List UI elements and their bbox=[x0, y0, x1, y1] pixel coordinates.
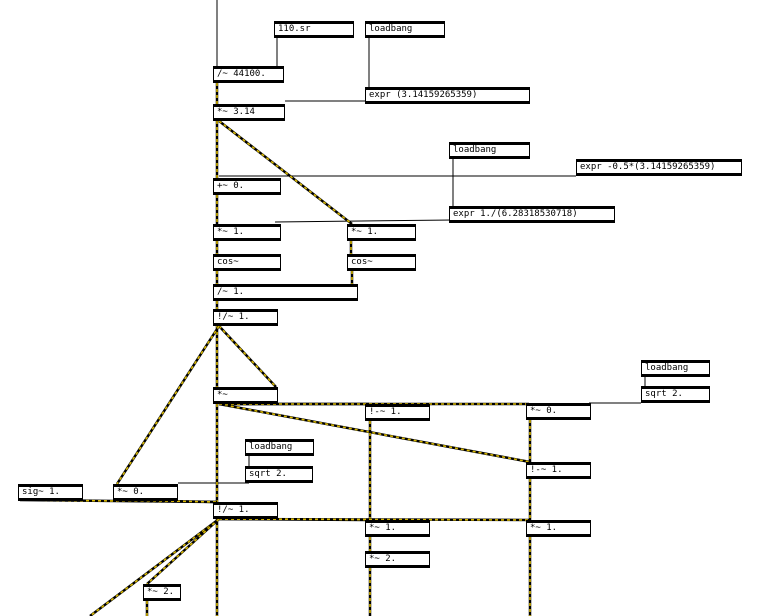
signal-patch-cord[interactable] bbox=[218, 518, 531, 521]
object-loadbang[interactable]: loadbang bbox=[365, 21, 445, 38]
object-loadbang[interactable]: loadbang bbox=[641, 360, 710, 377]
signal-patch-cord[interactable] bbox=[89, 518, 220, 616]
object-multiply-signal[interactable]: *~ 1. bbox=[365, 520, 430, 537]
object-reverse-divide-signal[interactable]: !/~ 1. bbox=[213, 502, 278, 519]
object-cos-signal[interactable]: cos~ bbox=[347, 254, 416, 271]
object-multiply-signal[interactable]: *~ 0. bbox=[526, 403, 591, 420]
signal-patch-cord[interactable] bbox=[218, 120, 353, 225]
object-loadbang[interactable]: loadbang bbox=[449, 142, 530, 159]
object-sig-signal[interactable]: sig~ 1. bbox=[18, 484, 83, 501]
object-multiply-signal[interactable]: *~ 0. bbox=[113, 484, 178, 501]
signal-patch-cord[interactable] bbox=[116, 499, 218, 503]
signal-patch-cord[interactable] bbox=[116, 325, 220, 485]
object-add-signal[interactable]: +~ 0. bbox=[213, 178, 281, 195]
object-multiply-signal[interactable]: *~ 2. bbox=[365, 551, 430, 568]
object-reverse-divide-signal[interactable]: !/~ 1. bbox=[213, 309, 278, 326]
object-divide-signal[interactable]: /~ 1. bbox=[213, 284, 358, 301]
signal-patch-cord[interactable] bbox=[146, 518, 220, 585]
object-multiply-signal[interactable]: *~ 1. bbox=[526, 520, 591, 537]
object-expr-neg-half-pi[interactable]: expr -0.5*(3.14159265359) bbox=[576, 159, 742, 176]
signal-patch-cord[interactable] bbox=[115, 325, 221, 485]
object-multiply-signal[interactable]: *~ 2. bbox=[143, 584, 181, 601]
signal-patch-cord[interactable] bbox=[218, 403, 531, 463]
object-expr-inverse-two-pi[interactable]: expr 1./(6.28318530718) bbox=[449, 206, 615, 223]
object-multiply-signal[interactable]: *~ 3.14 bbox=[213, 104, 285, 121]
signal-patch-cord[interactable] bbox=[218, 325, 277, 388]
object-divide-signal[interactable]: /~ 44100. bbox=[213, 66, 284, 83]
object-reverse-subtract-signal[interactable]: !-~ 1. bbox=[526, 462, 591, 479]
object-loadbang[interactable]: loadbang bbox=[245, 439, 314, 456]
object-multiply-signal[interactable]: *~ 1. bbox=[213, 224, 281, 241]
object-reverse-subtract-signal[interactable]: !-~ 1. bbox=[365, 404, 430, 421]
object-110-sr[interactable]: 110.sr bbox=[274, 21, 354, 38]
object-multiply-signal[interactable]: *~ 1. bbox=[347, 224, 416, 241]
object-multiply-signal[interactable]: *~ bbox=[213, 387, 278, 404]
object-expr-pi[interactable]: expr (3.14159265359) bbox=[365, 87, 530, 104]
object-cos-signal[interactable]: cos~ bbox=[213, 254, 281, 271]
object-sqrt[interactable]: sqrt 2. bbox=[641, 386, 710, 403]
object-sqrt[interactable]: sqrt 2. bbox=[245, 466, 313, 483]
control-patch-cord[interactable] bbox=[274, 219, 454, 223]
